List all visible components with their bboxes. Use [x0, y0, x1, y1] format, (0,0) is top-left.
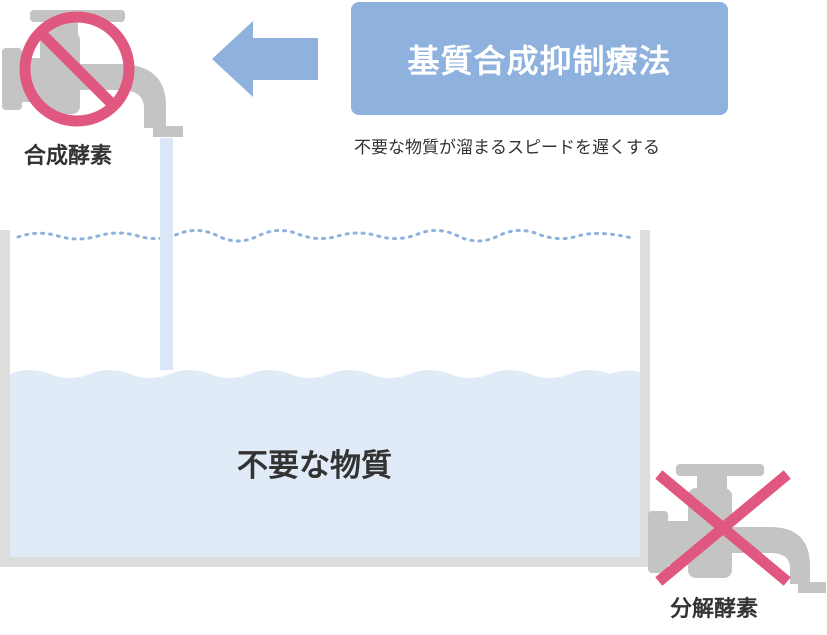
tank [0, 229, 650, 567]
synthesis-enzyme-label: 合成酵素 [24, 144, 113, 169]
degradation-enzyme-label: 分解酵素 [670, 597, 759, 622]
therapy-title: 基質合成抑制療法 [407, 41, 672, 80]
tank-label: 不要な物質 [237, 448, 392, 484]
tank-max-level-line [16, 229, 634, 243]
tank-right-wall [640, 230, 650, 567]
prohibited-icon [19, 11, 135, 127]
cross-icon [655, 470, 791, 586]
therapy-box: 基質合成抑制療法 [351, 2, 728, 115]
tank-bottom [0, 557, 650, 567]
water-stream [160, 138, 173, 370]
tank-water [10, 370, 640, 557]
therapy-caption: 不要な物質が溜まるスピードを遅くする [354, 138, 660, 158]
arrow-left-icon [212, 21, 318, 97]
tank-left-wall [0, 230, 10, 567]
